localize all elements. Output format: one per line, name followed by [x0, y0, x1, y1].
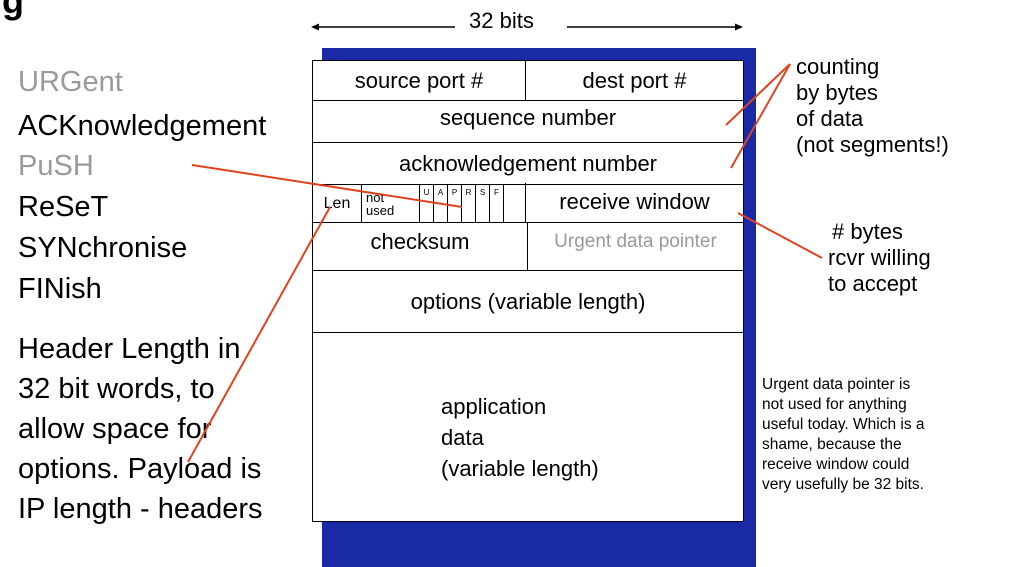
urgent-note-line-3: useful today. Which is a [762, 416, 925, 433]
urgent-note-line-6: very usefully be 32 bits. [762, 476, 924, 493]
urgent-note-line-1: Urgent data pointer is [762, 376, 911, 393]
window-line-1: # bytes [832, 219, 903, 244]
len-text: Len [323, 194, 351, 212]
window-line-2: rcvr willing [828, 245, 931, 270]
options-text: options (variable length) [410, 288, 646, 314]
header-length-note-line-5: IP length - headers [18, 493, 263, 525]
flag-bit-p-text: P [451, 188, 458, 197]
row-sequence: sequence number [313, 101, 743, 143]
receive-window-field: receive window [525, 183, 743, 220]
urgent-pointer-text: Urgent data pointer [554, 231, 717, 252]
flag-fin-label: FINish [18, 273, 102, 305]
source-port-text: source port # [354, 67, 484, 93]
flag-ack-label: ACKnowledgement [18, 110, 267, 142]
flag-rst-label: ReSeT [18, 191, 109, 223]
title-fragment: g [2, 0, 24, 21]
flag-bit-u: U [419, 185, 433, 222]
len-field: Len [313, 185, 361, 222]
counting-line-3: of data [796, 106, 864, 131]
sequence-number-field: sequence number [313, 97, 743, 138]
application-data-field: application data (variable length) [441, 391, 599, 484]
window-divider [525, 185, 526, 222]
flag-bit-r-text: R [465, 188, 472, 197]
flag-psh-label: PuSH [18, 150, 94, 182]
row-options: options (variable length) [313, 271, 743, 333]
row-ports: source port # dest port # [313, 61, 743, 101]
checksum-field: checksum [313, 223, 527, 270]
header-length-note-line-1: Header Length in [18, 333, 241, 365]
ack-number-text: acknowledgement number [398, 150, 658, 176]
not-used-text-2: used [366, 202, 395, 218]
app-data-line-1: application [441, 394, 547, 419]
row-checksum: checksum Urgent data pointer [313, 223, 743, 271]
flag-bit-a: A [433, 185, 447, 222]
tcp-segment-structure: source port # dest port # sequence numbe… [312, 60, 744, 522]
not-used-text-1: not [366, 189, 385, 205]
flag-urg-label: URGent [18, 66, 123, 98]
row-flags: Len not used U A P R S F receive window [313, 183, 743, 223]
app-data-line-2: data [441, 425, 484, 450]
header-length-note-line-4: options. Payload is [18, 453, 262, 485]
flag-bit-u-text: U [423, 188, 430, 197]
window-note: # bytes rcvr willing to accept [828, 219, 931, 297]
urgent-note-line-5: receive window could [762, 456, 910, 473]
dest-port-field: dest port # [525, 61, 743, 100]
flag-bit-a-text: A [437, 188, 444, 197]
flag-bit-f: F [489, 185, 503, 222]
header-length-note-line-3: allow space for [18, 413, 212, 445]
flag-bit-s: S [475, 185, 489, 222]
flag-bit-f-text: F [494, 188, 499, 197]
flag-bit-s-text: S [479, 188, 486, 197]
flag-bit-r: R [461, 185, 475, 222]
row-ack: acknowledgement number [313, 143, 743, 185]
counting-note: counting by bytes of data (not segments!… [796, 54, 949, 158]
app-data-line-3: (variable length) [441, 456, 599, 481]
urgent-pointer-note: Urgent data pointer is not used for anyt… [762, 375, 925, 495]
options-field: options (variable length) [313, 271, 743, 332]
urgent-pointer-field: Urgent data pointer [527, 223, 743, 270]
counting-line-1: counting [796, 54, 880, 79]
bits-label: 32 bits [469, 8, 534, 33]
sequence-number-text: sequence number [439, 104, 617, 130]
header-length-note-line-2: 32 bit words, to [18, 373, 215, 405]
window-line-3: to accept [828, 271, 918, 296]
flag-syn-label: SYNchronise [18, 232, 188, 264]
checksum-text: checksum [370, 229, 470, 254]
flag-bit-p: P [447, 185, 461, 222]
receive-window-text: receive window [559, 188, 710, 214]
ack-number-field: acknowledgement number [313, 143, 743, 184]
urgent-note-line-2: not used for anything [762, 396, 907, 413]
counting-line-4: (not segments!) [796, 132, 949, 157]
flags-divider [503, 185, 504, 222]
source-port-field: source port # [313, 61, 525, 100]
urgent-note-line-4: shame, because the [762, 436, 902, 453]
counting-line-2: by bytes [796, 80, 878, 105]
dest-port-text: dest port # [582, 67, 687, 93]
not-used-field: not used [361, 185, 419, 222]
